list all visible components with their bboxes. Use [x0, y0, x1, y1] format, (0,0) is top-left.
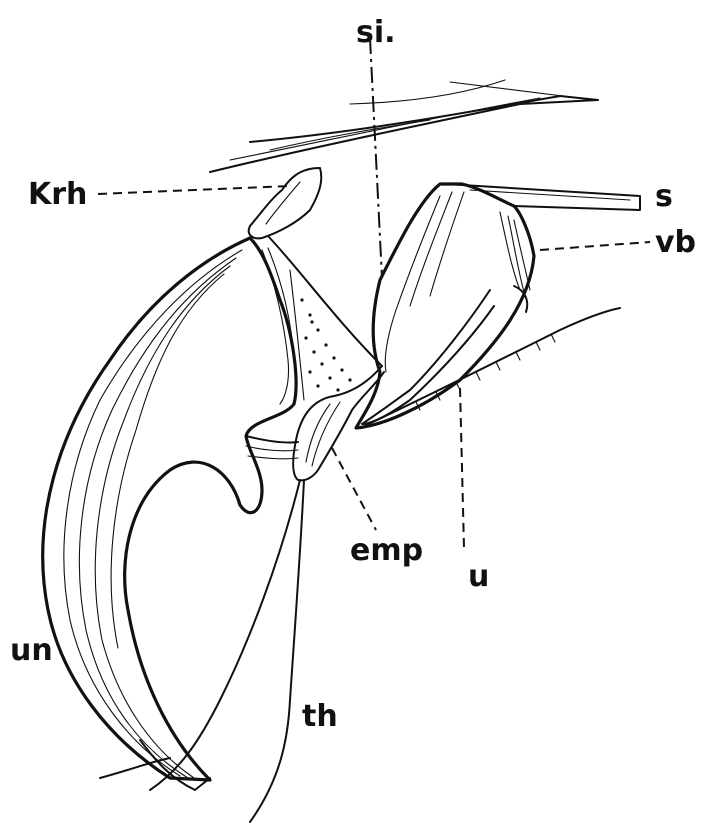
label-th: th	[302, 699, 338, 734]
label-emp: emp	[350, 533, 423, 568]
emp-leader	[331, 447, 377, 531]
label-s: s	[655, 179, 673, 214]
label-un: un	[10, 633, 53, 668]
u-leader	[459, 387, 465, 549]
label-u: u	[468, 559, 489, 594]
tibia-segment	[209, 79, 599, 173]
leader-lines	[97, 37, 651, 549]
empodium-stalk	[292, 365, 385, 482]
empodium-region	[267, 235, 383, 401]
label-vb: vb	[655, 225, 696, 260]
claw-unguis	[41, 236, 299, 791]
krh-leader	[97, 185, 291, 195]
thread-filament	[149, 479, 305, 823]
labels: si. Krh s vb emp u un th	[10, 15, 696, 734]
lower-bristled-edge-u	[359, 307, 621, 429]
label-si: si.	[356, 15, 396, 50]
krh-articulation	[247, 167, 323, 240]
label-krh: Krh	[28, 177, 87, 212]
vb-leader	[539, 241, 651, 251]
pulvillus-vb	[354, 182, 641, 430]
si-axis-line	[369, 37, 383, 279]
